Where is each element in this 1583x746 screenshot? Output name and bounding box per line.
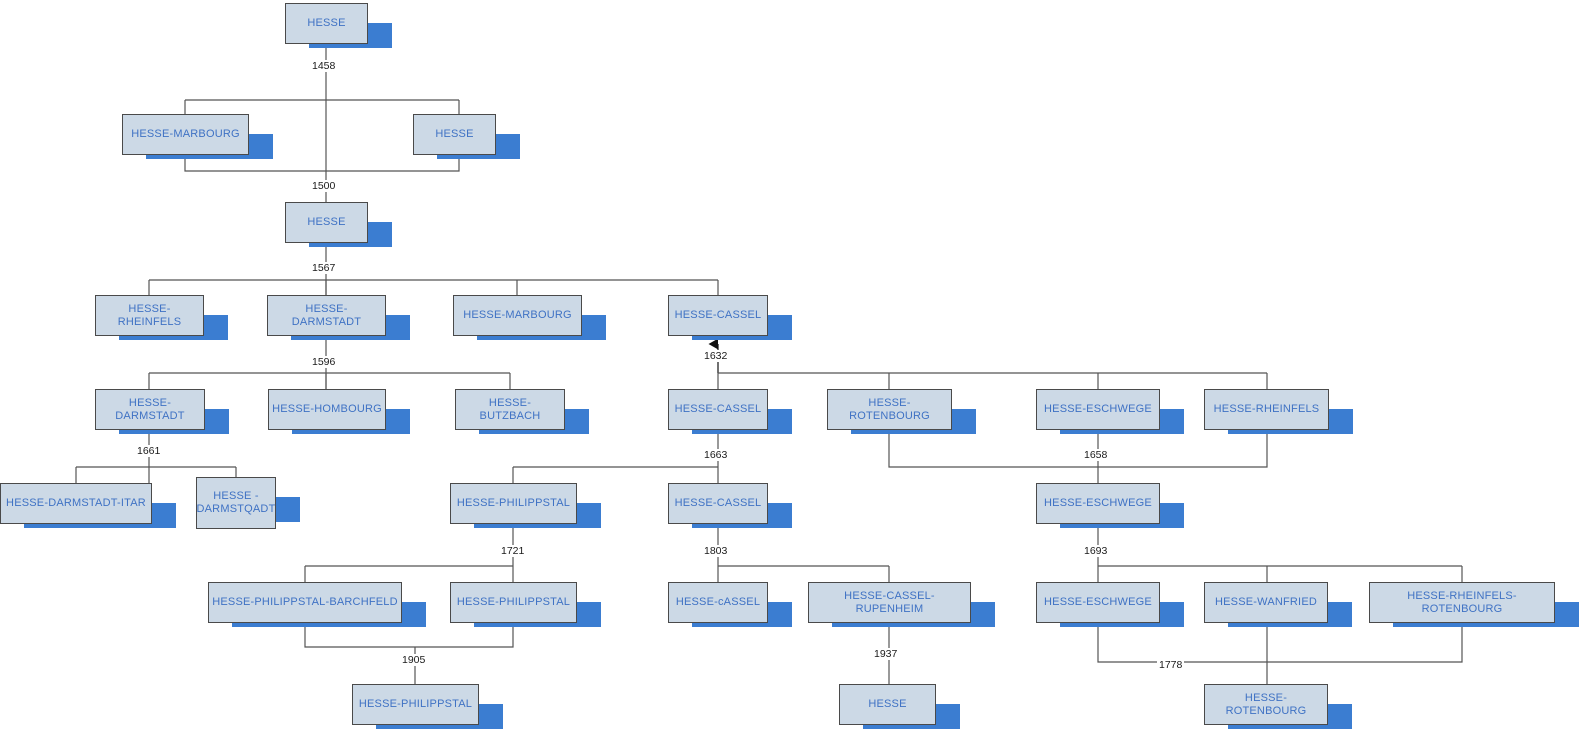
- edge-year-label: 1632: [702, 350, 730, 362]
- tree-node[interactable]: HESSE-PHILIPPSTAL: [450, 483, 577, 524]
- tree-node[interactable]: HESSE-DARMSTADT: [267, 295, 386, 336]
- edge-year-label: 1596: [310, 356, 338, 368]
- tree-node[interactable]: HESSE: [839, 684, 936, 725]
- edge-year-label: 1663: [702, 449, 730, 461]
- tree-node[interactable]: HESSE-CASSEL-RUPENHEIM: [808, 582, 971, 623]
- tree-node[interactable]: HESSE-RHEINFELS-ROTENBOURG: [1369, 582, 1555, 623]
- tree-node[interactable]: HESSE-HOMBOURG: [268, 389, 386, 430]
- tree-node[interactable]: HESSE-RHEINFELS: [95, 295, 204, 336]
- tree-node[interactable]: HESSE-PHILIPPSTAL: [450, 582, 577, 623]
- tree-node[interactable]: HESSE-CASSEL: [668, 295, 768, 336]
- tree-node[interactable]: HESSE-ESCHWEGE: [1036, 483, 1160, 524]
- tree-node[interactable]: HESSE-ESCHWEGE: [1036, 389, 1160, 430]
- tree-node[interactable]: HESSE-PHILIPPSTAL-BARCHFELD: [208, 582, 402, 623]
- tree-node[interactable]: HESSE-cASSEL: [668, 582, 768, 623]
- edge-year-label: 1567: [310, 262, 338, 274]
- edge-year-label: 1721: [499, 545, 527, 557]
- tree-node[interactable]: HESSE: [285, 3, 368, 44]
- tree-node[interactable]: HESSE-CASSEL: [668, 483, 768, 524]
- tree-node[interactable]: HESSE-ROTENBOURG: [1204, 684, 1328, 725]
- tree-node[interactable]: HESSE-MARBOURG: [122, 114, 249, 155]
- tree-node[interactable]: HESSE-PHILIPPSTAL: [352, 684, 479, 725]
- tree-node[interactable]: HESSE: [413, 114, 496, 155]
- tree-node[interactable]: HESSE-ROTENBOURG: [827, 389, 952, 430]
- tree-node[interactable]: HESSE - DARMSTQADT: [196, 477, 276, 529]
- edge-year-label: 1500: [310, 180, 338, 192]
- tree-node[interactable]: HESSE-RHEINFELS: [1204, 389, 1329, 430]
- tree-node[interactable]: HESSE-WANFRIED: [1204, 582, 1328, 623]
- tree-node[interactable]: HESSE-DARMSTADT: [95, 389, 205, 430]
- tree-node[interactable]: HESSE-CASSEL: [668, 389, 768, 430]
- tree-node[interactable]: HESSE-ESCHWEGE: [1036, 582, 1160, 623]
- tree-node[interactable]: HESSE-BUTZBACH: [455, 389, 565, 430]
- edge-year-label: 1693: [1082, 545, 1110, 557]
- edge-year-label: 1458: [310, 60, 338, 72]
- edge-year-label: 1658: [1082, 449, 1110, 461]
- tree-node[interactable]: HESSE: [285, 202, 368, 243]
- edge-year-label: 1661: [135, 445, 163, 457]
- edge-year-label: 1937: [872, 648, 900, 660]
- tree-node[interactable]: HESSE-MARBOURG: [453, 295, 582, 336]
- edge-year-label: 1803: [702, 545, 730, 557]
- tree-node[interactable]: HESSE-DARMSTADT-ITAR: [0, 483, 152, 524]
- edge-year-label: 1778: [1157, 659, 1185, 671]
- edge-year-label: 1905: [400, 654, 428, 666]
